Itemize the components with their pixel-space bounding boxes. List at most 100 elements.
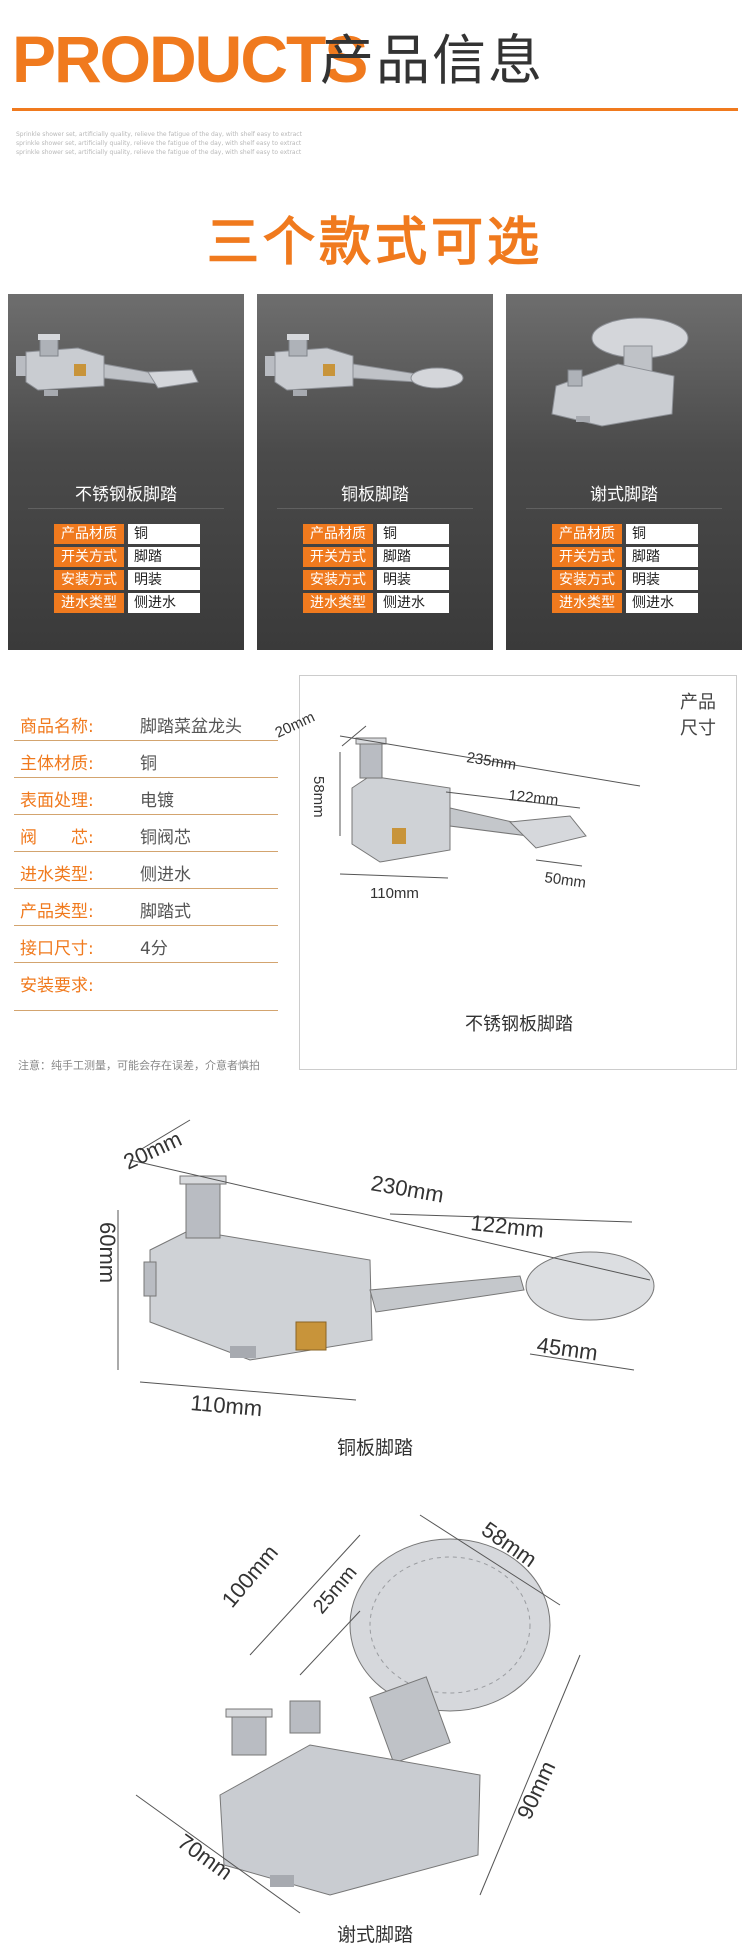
param-row: 产品类型: 脚踏式 [14, 889, 278, 926]
param-value: 侧进水 [140, 865, 191, 885]
spec-row: 开关方式脚踏 [54, 547, 200, 567]
param-row: 商品名称: 脚踏菜盆龙头 [14, 704, 278, 741]
spec-row: 安装方式明装 [303, 570, 449, 590]
dim-total: 235mm [465, 749, 517, 774]
style-cards: 不锈钢板脚踏 产品材质铜 开关方式脚踏 安装方式明装 进水类型侧进水 铜板脚踏 … [8, 294, 742, 650]
style-card-stainless: 不锈钢板脚踏 产品材质铜 开关方式脚踏 安装方式明装 进水类型侧进水 [8, 294, 244, 650]
xie-label: 谢式脚踏 [336, 1924, 413, 1946]
spec-key: 产品材质 [54, 524, 124, 544]
spec-row: 安装方式明装 [552, 570, 698, 590]
header: PRODUCTS 产品信息 Sprinkle shower set, artif… [0, 0, 750, 175]
spec-row: 产品材质铜 [552, 524, 698, 544]
dim-height: 100mm [217, 1540, 283, 1612]
spec-key: 开关方式 [303, 547, 373, 567]
header-small-text: Sprinkle shower set, artificially qualit… [16, 131, 302, 156]
card-divider [526, 508, 722, 509]
spec-row: 进水类型侧进水 [54, 593, 200, 613]
spec-value: 铜 [128, 524, 200, 544]
param-value: 脚踏式 [140, 902, 191, 922]
param-value: 铜阀芯 [140, 828, 191, 848]
spec-key: 进水类型 [54, 593, 124, 613]
product-info-heading: 产品信息 [320, 29, 544, 92]
style-card-xie: 谢式脚踏 产品材质铜 开关方式脚踏 安装方式明装 进水类型侧进水 [506, 294, 742, 650]
card-name: 铜板脚踏 [341, 485, 409, 505]
dim-lever: 122mm [508, 787, 560, 809]
param-key: 阀 芯: [20, 828, 94, 848]
param-value: 电镀 [140, 791, 174, 811]
param-key: 商品名称: [20, 717, 94, 737]
spec-row: 产品材质铜 [303, 524, 449, 544]
spec-value: 脚踏 [377, 547, 449, 567]
dim-pedal: 50mm [543, 869, 587, 892]
dim-height: 60mm [95, 1222, 120, 1283]
spec-row: 进水类型侧进水 [303, 593, 449, 613]
dim-total: 230mm [369, 1170, 446, 1207]
copper-pedal-dimension-drawing: 20mm 230mm 60mm 122mm 110mm 45mm [95, 1119, 655, 1421]
param-row: 安装要求: [14, 963, 278, 1011]
spec-value: 脚踏 [626, 547, 698, 567]
spec-row: 开关方式脚踏 [303, 547, 449, 567]
spec-key: 开关方式 [54, 547, 124, 567]
card-name: 不锈钢板脚踏 [75, 485, 177, 505]
copper-label: 铜板脚踏 [336, 1437, 413, 1459]
dim-lever: 122mm [469, 1210, 545, 1243]
spec-value: 明装 [377, 570, 449, 590]
spec-value: 侧进水 [128, 593, 200, 613]
card-divider [28, 508, 224, 509]
param-key: 表面处理: [20, 791, 94, 811]
param-value: 4分 [140, 939, 168, 959]
stainless-dimension-drawing: 235mm 20mm 58mm 122mm 110mm 50mm [273, 709, 641, 902]
dim-inlet: 20mm [120, 1126, 186, 1174]
section-title: 三个款式可选 [206, 213, 543, 273]
stainless-pedal-faucet-image [16, 334, 199, 396]
xie-pedal-faucet-image [551, 317, 689, 427]
param-value: 铜 [140, 754, 157, 774]
spec-value: 明装 [626, 570, 698, 590]
spec-row: 安装方式明装 [54, 570, 200, 590]
spec-row: 开关方式脚踏 [552, 547, 698, 567]
spec-key: 安装方式 [54, 570, 124, 590]
param-key: 产品类型: [20, 902, 94, 922]
spec-key: 进水类型 [552, 593, 622, 613]
spec-row: 进水类型侧进水 [552, 593, 698, 613]
spec-value: 铜 [377, 524, 449, 544]
param-row: 进水类型: 侧进水 [14, 852, 278, 889]
param-key: 接口尺寸: [20, 939, 94, 959]
dim-width: 90mm [512, 1757, 560, 1823]
spec-row: 产品材质铜 [54, 524, 200, 544]
products-heading: PRODUCTS [12, 22, 368, 96]
xie-pedal-dimension-drawing: 100mm 25mm 58mm 90mm 70mm [135, 1514, 581, 1914]
spec-value: 侧进水 [626, 593, 698, 613]
style-card-copper: 铜板脚踏 产品材质铜 开关方式脚踏 安装方式明装 进水类型侧进水 [257, 294, 493, 650]
measurement-note: 注意：纯手工测量，可能会存在误差，介意者慎拍 [18, 1059, 260, 1072]
spec-value: 脚踏 [128, 547, 200, 567]
spec-key: 开关方式 [552, 547, 622, 567]
spec-value: 明装 [128, 570, 200, 590]
param-row: 阀 芯: 铜阀芯 [14, 815, 278, 852]
spec-key: 安装方式 [552, 570, 622, 590]
param-row: 表面处理: 电镀 [14, 778, 278, 815]
spec-key: 进水类型 [303, 593, 373, 613]
dim-inlet: 20mm [273, 709, 318, 742]
dim-body: 110mm [190, 1390, 264, 1421]
param-key: 进水类型: [20, 865, 94, 885]
param-row: 接口尺寸: 4分 [14, 926, 278, 963]
product-size-label: 产品尺寸 [680, 692, 716, 739]
card-name: 谢式脚踏 [590, 485, 658, 505]
header-divider [12, 108, 738, 111]
param-value: 脚踏菜盆龙头 [140, 717, 242, 737]
dim-pedal: 45mm [535, 1332, 599, 1365]
copper-pedal-faucet-image [265, 334, 464, 396]
param-row: 主体材质: 铜 [14, 741, 278, 778]
dim-height: 58mm [310, 776, 327, 818]
card-divider [277, 508, 473, 509]
param-key: 主体材质: [20, 754, 94, 774]
spec-value: 铜 [626, 524, 698, 544]
param-key: 安装要求: [20, 976, 94, 996]
spec-key: 安装方式 [303, 570, 373, 590]
spec-key: 产品材质 [303, 524, 373, 544]
stainless-label: 不锈钢板脚踏 [465, 1014, 573, 1035]
dimension-box-stainless: 产品尺寸 235mm 20mm 58mm 122mm 110mm 50mm 不锈… [273, 675, 737, 1070]
spec-key: 产品材质 [552, 524, 622, 544]
spec-value: 侧进水 [377, 593, 449, 613]
